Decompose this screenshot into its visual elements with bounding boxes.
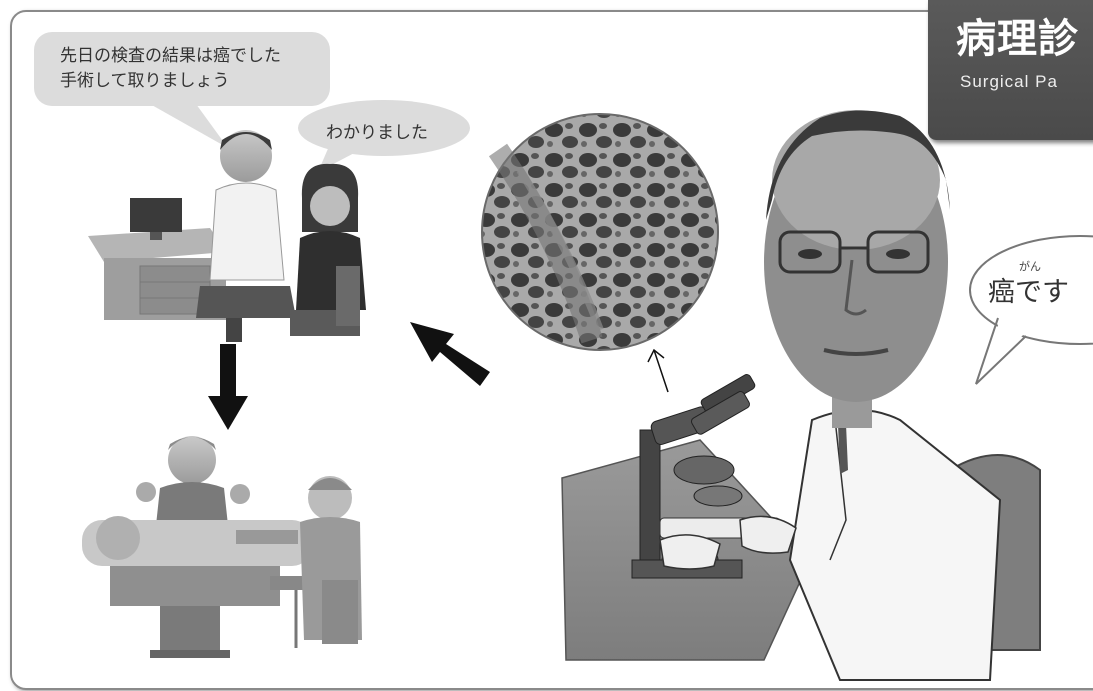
title-main-text: 病理診 — [956, 16, 1079, 62]
pathologist-speech-text: 癌です — [988, 277, 1069, 308]
doctor-speech-line-2: 手術して取りましょう — [60, 71, 230, 91]
surgery-scene-illustration — [82, 436, 362, 658]
title-subtitle-text: Surgical Pa — [960, 72, 1058, 91]
small-up-arrow-icon — [647, 348, 669, 393]
pathologist-scene-illustration — [561, 110, 1041, 681]
consultation-scene-illustration — [88, 130, 366, 342]
doctor-speech-line-1: 先日の検査の結果は癌でした — [60, 46, 281, 66]
diagonal-arrow-icon — [410, 322, 490, 386]
down-arrow-icon — [208, 344, 248, 430]
title-banner: 病理診 Surgical Pa — [928, 0, 1093, 140]
microscope-tissue-image — [481, 113, 719, 351]
doctor-speech-text: 先日の検査の結果は癌でした 手術して取りましょう — [60, 44, 281, 94]
pathologist-furigana: がん — [1019, 260, 1041, 273]
pathologist-speech-bubble — [969, 235, 1093, 385]
patient-speech-text: わかりました — [326, 123, 428, 143]
doctor-speech-bubble — [34, 32, 330, 148]
